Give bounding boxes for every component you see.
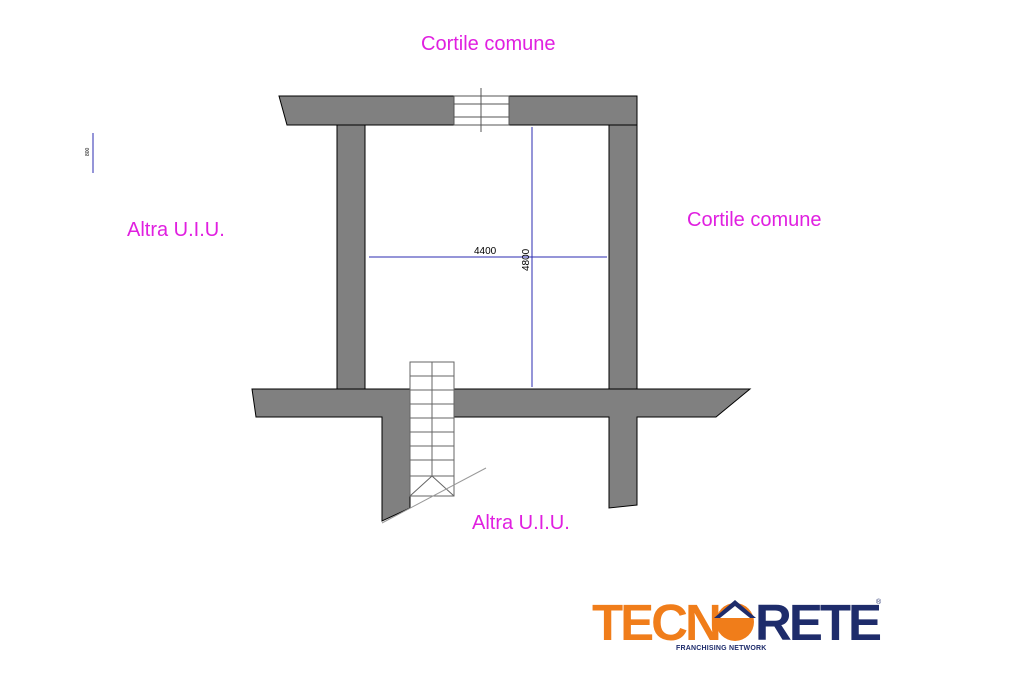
logo-part1: TECN	[592, 594, 719, 651]
logo-wordmark: TECN RETE ®	[592, 594, 884, 651]
right-wall	[608, 124, 638, 390]
walls	[251, 95, 752, 522]
logo-part2: RETE	[755, 594, 881, 651]
top-wall-left	[278, 95, 455, 126]
tecnorete-logo: TECN RETE ® FRANCHISING NETWORK	[590, 588, 890, 660]
logo-house-icon	[714, 600, 756, 641]
scale-marker-label: 800	[85, 147, 91, 156]
label-top-courtyard: Cortile comune	[421, 33, 556, 55]
label-bottom-unit: Altra U.I.U.	[472, 512, 570, 534]
dimension-width-label: 4400	[474, 246, 497, 257]
label-left-unit: Altra U.I.U.	[127, 219, 225, 241]
logo-trademark: ®	[876, 598, 882, 606]
bottom-wall	[251, 388, 752, 522]
label-right-courtyard: Cortile comune	[687, 209, 822, 231]
dimension-height-label: 4800	[521, 248, 532, 271]
top-wall-right	[508, 95, 638, 126]
window	[453, 88, 510, 132]
left-wall	[336, 124, 366, 390]
staircase	[381, 361, 487, 524]
logo-subtitle: FRANCHISING NETWORK	[676, 645, 767, 652]
dimension-lines	[369, 127, 607, 387]
